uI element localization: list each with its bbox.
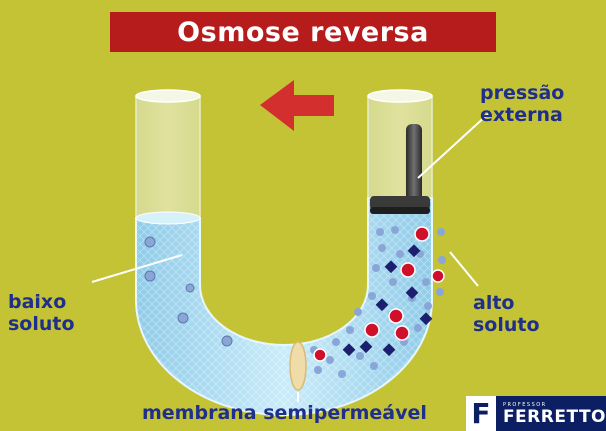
- label-high-line2: soluto: [473, 314, 540, 336]
- label-pressure-line1: pressão: [480, 82, 565, 104]
- label-membrane: membrana semipermeável: [142, 402, 427, 424]
- label-low-line1: baixo: [8, 291, 67, 313]
- solvent-particles-left: [144, 236, 233, 347]
- membrane-icon: [289, 341, 307, 391]
- logo-letter-icon: F: [466, 396, 496, 431]
- solute-navy-particles: [342, 244, 433, 357]
- logo-name: FERRETTO: [502, 406, 606, 427]
- label-pressure-line2: externa: [480, 104, 563, 126]
- left-tube-glass: [135, 95, 201, 221]
- leader-low-solute: [91, 254, 183, 283]
- page-title: Osmose reversa: [177, 16, 429, 48]
- label-high-line1: alto: [473, 292, 515, 314]
- label-low-solute: baixo soluto: [8, 291, 75, 335]
- label-low-line2: soluto: [8, 313, 75, 335]
- leader-pressure: [417, 113, 489, 179]
- label-external-pressure: pressão externa: [480, 82, 564, 126]
- solute-red-particles: [313, 226, 445, 362]
- logo-text: PROFESSOR FERRETTO: [503, 402, 606, 426]
- right-tube-glass: [367, 95, 433, 201]
- logo-small-text: PROFESSOR: [502, 401, 547, 408]
- leader-high-solute: [449, 251, 479, 287]
- label-high-solute: alto soluto: [473, 292, 540, 336]
- left-arrow-icon: [260, 80, 334, 131]
- title-banner: Osmose reversa: [110, 12, 496, 52]
- brand-logo: F PROFESSOR FERRETTO: [466, 396, 606, 431]
- piston-icon: [370, 124, 430, 214]
- leader-lines: [91, 113, 489, 402]
- right-tube-rim: [367, 89, 433, 103]
- left-tube-rim: [135, 89, 201, 103]
